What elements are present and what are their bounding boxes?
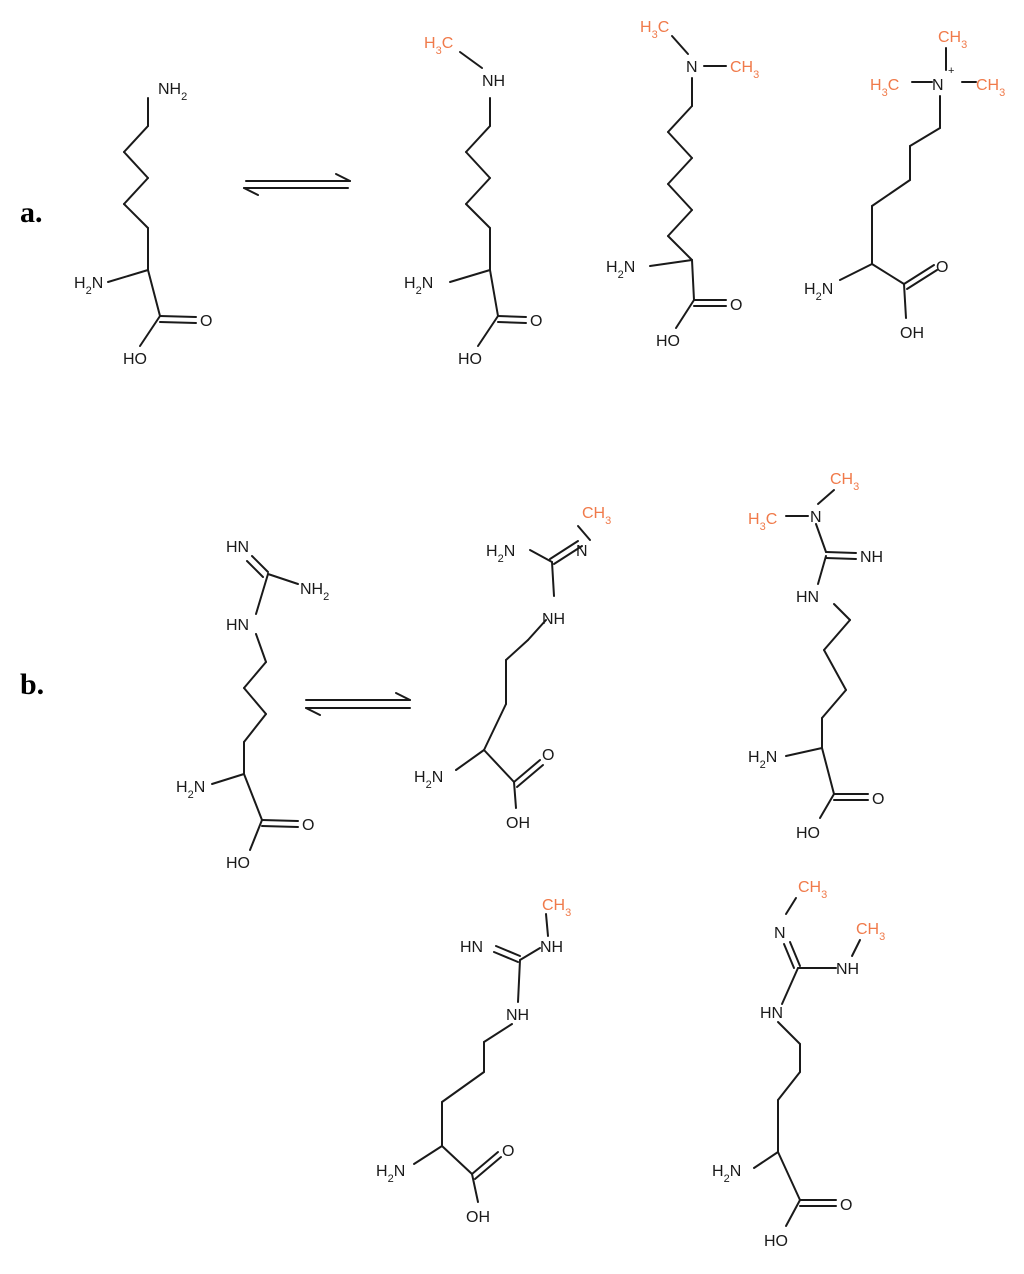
molecule-lysine: NH2 H2N O HO <box>74 81 212 368</box>
imine-group: N <box>576 543 588 560</box>
molecule-monomethyl-arginine-amine: CH3 HN NH NH H2N O OH <box>376 897 571 1226</box>
methyl-group: H3C <box>424 35 453 57</box>
hydroxyl: HO <box>458 351 482 368</box>
methyl-group-1: CH3 <box>798 879 827 901</box>
molecule-monomethyl-arginine-imine: CH3 N H2N NH H2N O OH <box>414 505 611 832</box>
carbonyl-oxygen: O <box>200 313 212 330</box>
amine-group: NH2 <box>300 581 329 603</box>
imine-group: HN <box>226 539 249 556</box>
methyl-group: CH3 <box>582 505 611 527</box>
molecule-symmetric-dimethyl-arginine: CH3 N CH3 NH HN H2N O HO <box>712 879 885 1250</box>
hydroxyl: HO <box>796 825 820 842</box>
carbonyl-oxygen: O <box>872 791 884 808</box>
panel-label-b: b. <box>20 668 44 701</box>
molecule-asymmetric-dimethyl-arginine: CH3 H3C N NH HN H2N O HO <box>748 471 884 842</box>
alpha-amine: H2N <box>414 769 443 791</box>
alpha-amine: H2N <box>804 281 833 303</box>
alpha-amine: H2N <box>176 779 205 801</box>
methyl-group-2: H3C <box>748 511 777 533</box>
panel-label-a: a. <box>20 196 43 229</box>
hydroxyl: HO <box>123 351 147 368</box>
alpha-amine: H2N <box>748 749 777 771</box>
methyl-group-1: CH3 <box>938 29 967 51</box>
molecule-monomethyl-lysine: H3C NH H2N O HO <box>404 35 542 368</box>
methyl-group-2: CH3 <box>730 59 759 81</box>
hydroxyl: HO <box>656 333 680 350</box>
positive-charge: + <box>948 65 954 77</box>
carbonyl-oxygen: O <box>730 297 742 314</box>
linking-nitrogen: HN <box>226 617 249 634</box>
side-chain-nitrogen: N <box>686 59 698 76</box>
side-chain-amine: NH <box>482 73 505 90</box>
amine-group: H2N <box>486 543 515 565</box>
dimethyl-nitrogen: N <box>810 509 822 526</box>
carbonyl-oxygen: O <box>530 313 542 330</box>
methyl-group-1: CH3 <box>830 471 859 493</box>
linking-nitrogen: NH <box>506 1007 529 1024</box>
imine-group: NH <box>860 549 883 566</box>
hydroxyl: HO <box>226 855 250 872</box>
alpha-amine: H2N <box>606 259 635 281</box>
alpha-amine: H2N <box>404 275 433 297</box>
carbonyl-oxygen: O <box>502 1143 514 1160</box>
hydroxyl: OH <box>900 325 924 342</box>
equilibrium-arrow-b <box>305 692 411 716</box>
hydroxyl: OH <box>466 1209 490 1226</box>
methyl-group-3: CH3 <box>976 77 1005 99</box>
linking-nitrogen: HN <box>796 589 819 606</box>
carbonyl-oxygen: O <box>542 747 554 764</box>
methylamine-group: NH <box>836 961 859 978</box>
alpha-amine: H2N <box>712 1163 741 1185</box>
imine-group: HN <box>460 939 483 956</box>
hydroxyl: OH <box>506 815 530 832</box>
methylamine-group: NH <box>540 939 563 956</box>
carbonyl-oxygen: O <box>302 817 314 834</box>
alpha-amine: H2N <box>74 275 103 297</box>
methyl-group: CH3 <box>542 897 571 919</box>
molecule-dimethyl-lysine: H3C N CH3 H2N O HO <box>606 19 759 350</box>
molecule-arginine: HN NH2 HN H2N O HO <box>176 539 329 872</box>
side-chain-amine: NH2 <box>158 81 187 103</box>
linking-nitrogen: NH <box>542 611 565 628</box>
carbonyl-oxygen: O <box>936 259 948 276</box>
carbonyl-oxygen: O <box>840 1197 852 1214</box>
alpha-amine: H2N <box>376 1163 405 1185</box>
equilibrium-arrow-a <box>243 173 351 196</box>
imine-nitrogen: N <box>774 925 786 942</box>
quaternary-nitrogen: N <box>932 77 944 94</box>
methyl-group-1: H3C <box>640 19 669 41</box>
methyl-group-2: H3C <box>870 77 899 99</box>
methyl-group-2: CH3 <box>856 921 885 943</box>
molecule-trimethyl-lysine: CH3 N + H3C CH3 H2N O OH <box>804 29 1005 342</box>
hydroxyl: HO <box>764 1233 788 1250</box>
linking-nitrogen: HN <box>760 1005 783 1022</box>
